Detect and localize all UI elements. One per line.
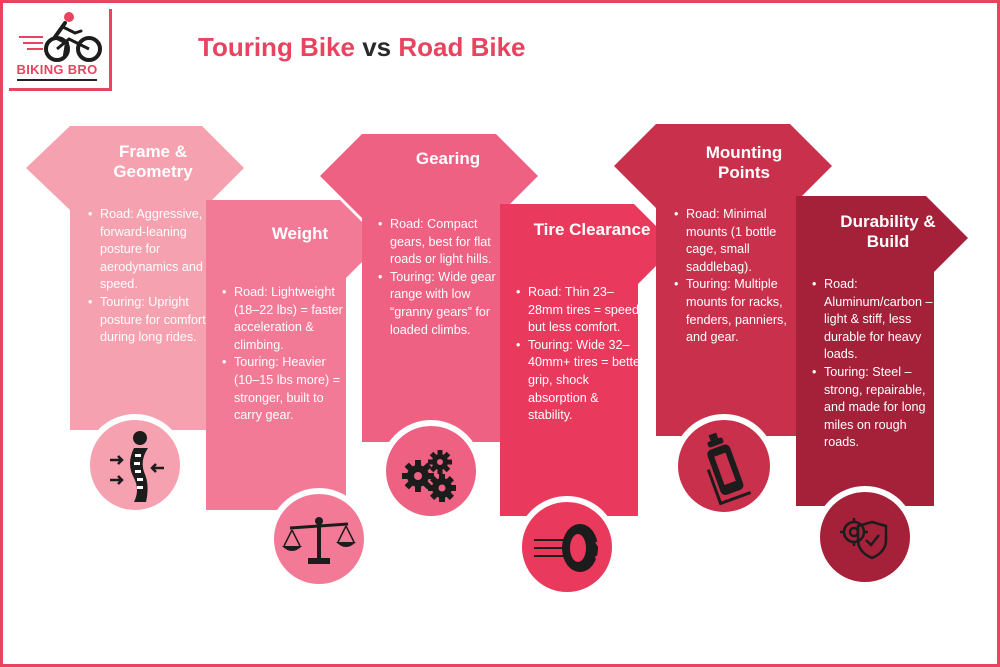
bullet-touring: Touring: Upright posture for comfort dur…	[88, 294, 218, 347]
section-bullets: Road: Lightweight (18–22 lbs) = faster a…	[220, 284, 352, 425]
bullet-road: Road: Compact gears, best for flat roads…	[378, 216, 508, 269]
section-heading: Tire Clearance	[533, 220, 651, 239]
bullet-touring: Touring: Heavier (10–15 lbs more) = stro…	[222, 354, 352, 424]
section-icon-circle	[672, 414, 776, 518]
tire-icon	[534, 524, 601, 572]
section-bullets: Road: Aggressive, forward-leaning postur…	[86, 206, 218, 347]
section-heading: Durability & Build	[840, 212, 936, 251]
section-icon-circle	[814, 486, 916, 588]
title-part1: Touring Bike	[198, 32, 355, 62]
title-vs: vs	[362, 32, 392, 62]
title-part2: Road Bike	[398, 32, 526, 62]
section-icon-circle	[380, 420, 482, 522]
section-icon-circle	[516, 496, 618, 598]
logo-text: BIKING BRO	[16, 62, 98, 77]
bullet-road: Road: Aluminum/carbon – light & stiff, l…	[812, 276, 944, 364]
section-heading: Gearing	[415, 149, 481, 168]
bullet-touring: Touring: Wide 32–40mm+ tires = better gr…	[516, 337, 646, 425]
logo-underline	[17, 79, 97, 81]
section-icon-circle	[84, 414, 186, 516]
bullet-touring: Touring: Multiple mounts for racks, fend…	[674, 276, 804, 346]
logo: BIKING BRO	[9, 9, 112, 91]
gears-icon	[402, 450, 456, 502]
section-bullets: Road: Minimal mounts (1 bottle cage, sma…	[672, 206, 804, 347]
section-icon-circle	[268, 488, 370, 590]
bullet-road: Road: Thin 23–28mm tires = speed but les…	[516, 284, 646, 337]
page-title: Touring Bike vs Road Bike	[198, 32, 526, 63]
spine-posture-icon	[110, 431, 164, 502]
section-heading: Weight	[271, 224, 329, 243]
bullet-touring: Touring: Wide gear range with low “grann…	[378, 269, 508, 339]
section-bullets: Road: Aluminum/carbon – light & stiff, l…	[810, 276, 944, 452]
section-bullets: Road: Compact gears, best for flat roads…	[376, 216, 508, 339]
shield-gears-icon	[840, 518, 888, 560]
section-heading: Frame & Geometry	[113, 142, 193, 181]
bullet-road: Road: Minimal mounts (1 bottle cage, sma…	[674, 206, 804, 276]
bullet-road: Road: Lightweight (18–22 lbs) = faster a…	[222, 284, 352, 354]
cyclist-logo-icon	[19, 12, 102, 62]
section-bullets: Road: Thin 23–28mm tires = speed but les…	[514, 284, 646, 425]
bullet-touring: Touring: Steel – strong, repairable, and…	[812, 364, 944, 452]
balance-scale-icon	[282, 517, 356, 564]
section-heading: Mounting Points	[705, 143, 783, 182]
water-bottle-icon	[706, 432, 752, 506]
bullet-road: Road: Aggressive, forward-leaning postur…	[88, 206, 218, 294]
